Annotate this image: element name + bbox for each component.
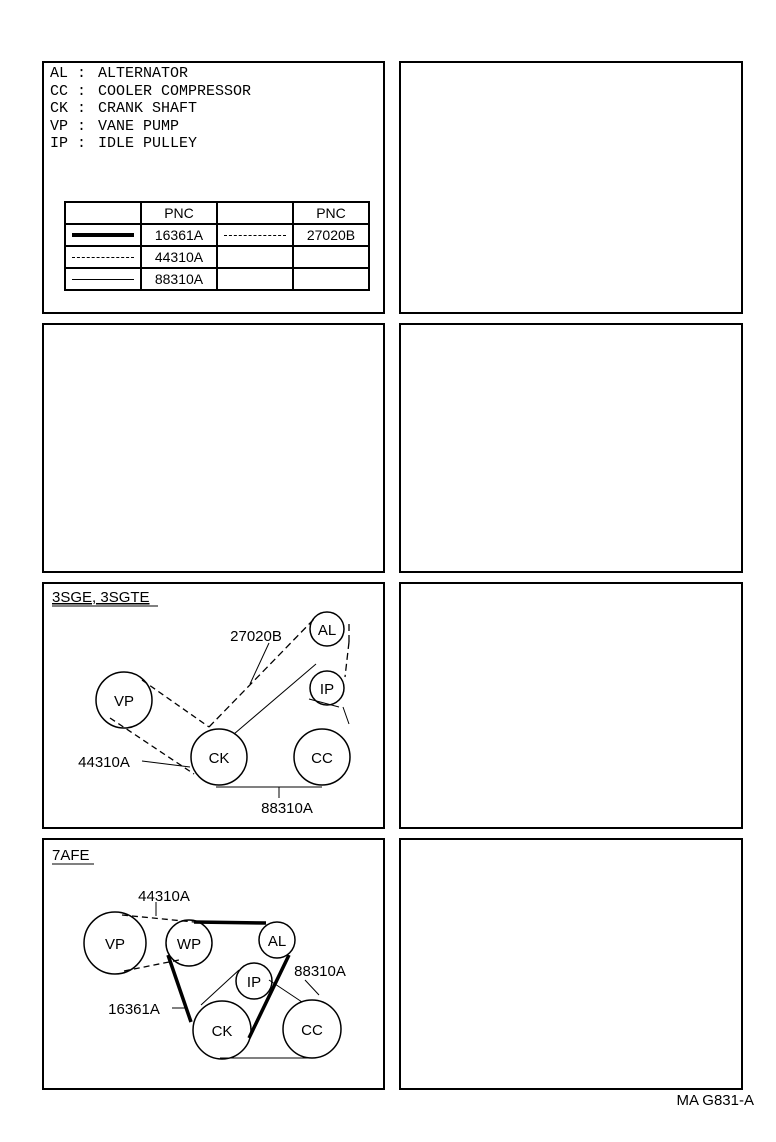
line-style-thick [64, 223, 142, 247]
belt-diagram-7afe: VP WP AL IP CK CC 44310A 16361A 88310A 7… [42, 838, 385, 1090]
pulley-label-cc: CC [301, 1022, 323, 1039]
belt-88310a-segment [233, 663, 317, 735]
belt-27020b-segment [344, 641, 350, 678]
legend-item-ck: CK :CRANK SHAFT [50, 100, 198, 117]
belt-88310a-segment [200, 969, 240, 1006]
line-style-header [64, 201, 142, 225]
table-row: 88310A [64, 267, 370, 291]
diagram-title-7afe: 7AFE [52, 847, 90, 864]
line-style-header-right [216, 201, 294, 225]
legend-item-al: AL :ALTERNATOR [50, 65, 189, 82]
pulley-label-ck: CK [209, 750, 230, 767]
pulley-ip [235, 962, 273, 1000]
abbreviation-legend: AL :ALTERNATOR CC :COOLER COMPRESSOR CK … [50, 65, 251, 153]
table-row: 16361A 27020B [64, 223, 370, 247]
belt-16361a-segment [247, 954, 291, 1039]
pulley-label-cc: CC [311, 750, 333, 767]
belt-routing-7afe: VP WP AL IP CK CC 44310A 16361A 88310A 7… [52, 847, 346, 1060]
empty-panel [399, 838, 743, 1090]
belt-88310a-segment [342, 706, 350, 725]
pulley-cc [282, 999, 342, 1059]
pulley-label-ip: IP [320, 681, 334, 698]
empty-cell [216, 245, 294, 269]
pulley-label-ip: IP [247, 974, 261, 991]
empty-cell [292, 245, 370, 269]
legend-item-vp: VP :VANE PUMP [50, 117, 180, 135]
pnc-table-header: PNC PNC [64, 201, 370, 225]
belt-routing-3sge: VP CK AL IP CC 27020B 44310A 88310A 3SGE… [52, 589, 351, 817]
belt-88310a-segment [308, 698, 340, 708]
pulley-vp [95, 671, 153, 729]
legend-item-ip: IP :IDLE PULLEY [50, 135, 198, 152]
pulley-label-al: AL [268, 933, 286, 950]
belt-diagram-3sge: VP CK AL IP CC 27020B 44310A 88310A 3SGE… [42, 582, 385, 829]
belt-label-44310a: 44310A [138, 888, 190, 905]
belt-label-88310a: 88310A [294, 963, 346, 980]
pulley-cc [293, 728, 351, 786]
legend-item-cc: CC :COOLER COMPRESSOR [50, 82, 252, 100]
leader-line [304, 979, 320, 996]
pulley-ck [192, 1000, 252, 1060]
pnc-cell: 16361A [140, 223, 218, 247]
empty-panel [399, 323, 743, 573]
empty-cell [216, 267, 294, 291]
belt-label-27020b: 27020B [230, 628, 282, 645]
pnc-header-right: PNC [292, 201, 370, 225]
legend-panel: AL :ALTERNATOR CC :COOLER COMPRESSOR CK … [42, 61, 385, 314]
figure-code: MA G831-A [676, 1092, 754, 1109]
pulley-label-vp: VP [114, 693, 134, 710]
pnc-table: PNC PNC 16361A 27020B 44310A 88310A [64, 201, 370, 291]
pnc-cell: 88310A [140, 267, 218, 291]
empty-panel [399, 61, 743, 314]
empty-cell [292, 267, 370, 291]
diagram-title-3sge: 3SGE, 3SGTE [52, 589, 150, 606]
pulley-label-vp: VP [105, 936, 125, 953]
pulley-ip [309, 670, 345, 706]
leader-line [249, 642, 270, 685]
belt-16361a-segment [166, 954, 193, 1023]
belt-label-16361a: 16361A [108, 1001, 160, 1018]
belt-16361a-segment [193, 920, 267, 925]
empty-panel [42, 323, 385, 573]
pulley-al [309, 611, 345, 647]
belt-44310a-segment [141, 679, 210, 728]
leader-line [141, 760, 191, 768]
pulley-label-ck: CK [212, 1023, 233, 1040]
line-style-dashed [64, 245, 142, 269]
pulley-ck [190, 728, 248, 786]
belt-88310a-segment [268, 979, 303, 1003]
belt-44310a-segment [109, 717, 195, 775]
pnc-header-left: PNC [140, 201, 218, 225]
belt-label-44310a: 44310A [78, 754, 130, 771]
pnc-cell-right: 27020B [292, 223, 370, 247]
empty-panel [399, 582, 743, 829]
table-row: 44310A [64, 245, 370, 269]
pulley-label-wp: WP [177, 936, 201, 953]
line-style-thin [64, 267, 142, 291]
pulley-label-al: AL [318, 622, 336, 639]
pulley-wp [165, 919, 213, 967]
pulley-al [258, 921, 296, 959]
belt-label-88310a: 88310A [261, 800, 313, 817]
pnc-cell: 44310A [140, 245, 218, 269]
line-style-dashdot [216, 223, 294, 247]
belt-27020b-segment [208, 616, 317, 728]
pulley-vp [83, 911, 147, 975]
